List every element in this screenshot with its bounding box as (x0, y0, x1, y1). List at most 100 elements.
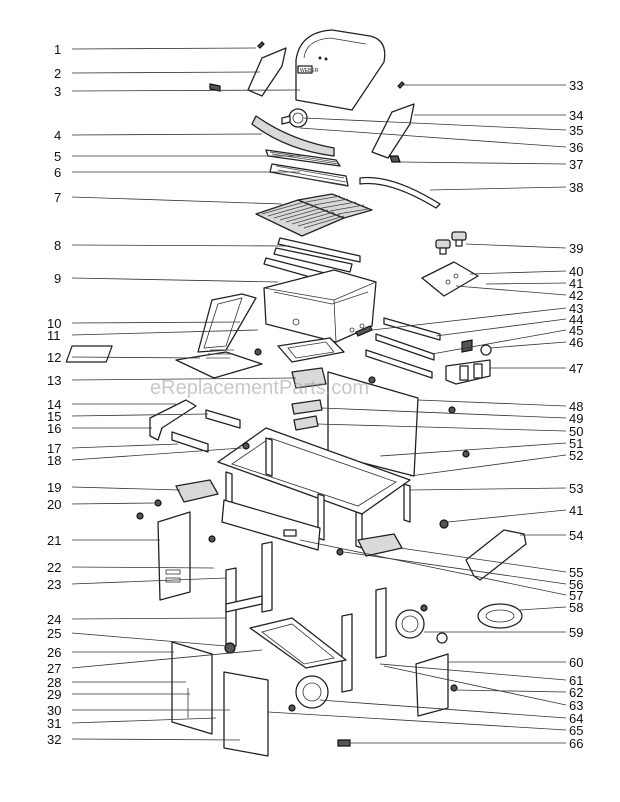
svg-text:39: 39 (569, 241, 583, 256)
left-callouts: 1 2 3 4 5 6 7 8 9 10 11 12 13 14 15 16 1… (47, 42, 301, 747)
left-door (171, 641, 213, 735)
svg-text:29: 29 (47, 687, 61, 702)
callout-7: 7 (54, 190, 283, 205)
svg-text:42: 42 (569, 288, 583, 303)
callout-58: 58 (519, 600, 583, 615)
watermark: eReplacementParts.com (150, 377, 369, 399)
callout-17: 17 (47, 441, 179, 456)
lid: WEBER (295, 29, 386, 111)
callout-45: 45 (431, 323, 583, 355)
callout-38: 38 (429, 180, 583, 195)
callout-64: 64 (319, 699, 583, 726)
callout-30: 30 (47, 703, 230, 718)
crossover-tube (359, 176, 441, 209)
callout-55: 55 (399, 547, 583, 580)
callout-61: 61 (379, 663, 583, 688)
callout-25: 25 (47, 626, 227, 647)
callout-19: 19 (47, 480, 181, 495)
svg-text:2: 2 (54, 66, 61, 81)
svg-text:43: 43 (569, 301, 583, 316)
callout-23: 23 (47, 577, 227, 592)
svg-text:17: 17 (47, 441, 61, 456)
callout-22: 22 (47, 560, 215, 575)
callout-56: 56 (343, 551, 583, 592)
callout-36: 36 (299, 127, 583, 155)
svg-text:41: 41 (569, 503, 583, 518)
callout-12: 12 (47, 350, 201, 365)
control-knobs (435, 231, 467, 255)
svg-text:48: 48 (569, 399, 583, 414)
callout-21: 21 (47, 533, 160, 548)
callout-16: 16 (47, 421, 152, 436)
svg-text:21: 21 (47, 533, 61, 548)
callout-24: 24 (47, 612, 227, 627)
left-handle-bracket (247, 47, 287, 97)
lid-handle (251, 115, 335, 157)
svg-text:62: 62 (569, 685, 583, 700)
callout-3: 3 (54, 84, 301, 99)
svg-text:10: 10 (47, 316, 61, 331)
cart-frame (217, 427, 411, 549)
callout-18: 18 (47, 447, 243, 468)
bottom-shelf (249, 617, 347, 669)
callout-53: 53 (409, 481, 583, 496)
svg-text:28: 28 (47, 675, 61, 690)
manifold (445, 359, 491, 385)
callout-2: 2 (54, 66, 261, 81)
svg-text:13: 13 (47, 373, 61, 388)
svg-text:23: 23 (47, 577, 61, 592)
callout-26: 26 (47, 645, 174, 660)
callout-29: 29 (47, 687, 190, 702)
svg-text:33: 33 (569, 78, 583, 93)
callout-6: 6 (54, 165, 300, 180)
callout-49: 49 (321, 407, 583, 426)
door-handle (337, 739, 351, 747)
svg-text:47: 47 (569, 361, 583, 376)
svg-text:27: 27 (47, 661, 61, 676)
callout-33: 33 (404, 78, 583, 93)
svg-text:16: 16 (47, 421, 61, 436)
callout-5: 5 (54, 149, 300, 164)
svg-text:9: 9 (54, 271, 61, 286)
legs (225, 541, 387, 693)
callout-66: 66 (350, 736, 583, 751)
callout-28: 28 (47, 675, 186, 690)
callout-47: 47 (490, 361, 583, 376)
svg-text:61: 61 (569, 673, 583, 688)
callout-63: 63 (383, 665, 583, 713)
callout-43: 43 (371, 301, 583, 331)
svg-text:53: 53 (569, 481, 583, 496)
svg-text:51: 51 (569, 436, 583, 451)
svg-text:44: 44 (569, 312, 583, 327)
callout-52: 52 (409, 448, 583, 477)
svg-text:30: 30 (47, 703, 61, 718)
caster (224, 642, 236, 654)
callout-57: 57 (299, 539, 583, 603)
svg-text:38: 38 (569, 180, 583, 195)
svg-text:31: 31 (47, 716, 61, 731)
right-frame-handle (465, 529, 527, 581)
callout-39: 39 (465, 241, 583, 256)
svg-text:11: 11 (47, 328, 61, 343)
cookbox (263, 269, 377, 343)
svg-text:56: 56 (569, 577, 583, 592)
svg-text:45: 45 (569, 323, 583, 338)
callout-40: 40 (469, 264, 583, 279)
callout-9: 9 (54, 271, 279, 286)
callout-15: 15 (47, 409, 209, 424)
svg-text:66: 66 (569, 736, 583, 751)
tool-hooks (175, 479, 403, 557)
callout-42: 42 (455, 285, 583, 303)
callout-48: 48 (417, 399, 583, 414)
svg-text:32: 32 (47, 732, 61, 747)
left-side-panel (157, 511, 191, 601)
flavorizer-bars (265, 149, 349, 187)
svg-text:5: 5 (54, 149, 61, 164)
callout-11: 11 (47, 328, 259, 343)
callout-4: 4 (54, 128, 263, 143)
small-hardware (136, 348, 470, 712)
svg-text:19: 19 (47, 480, 61, 495)
nut-37 (389, 155, 401, 163)
cooking-grates (255, 193, 373, 237)
svg-text:6: 6 (54, 165, 61, 180)
